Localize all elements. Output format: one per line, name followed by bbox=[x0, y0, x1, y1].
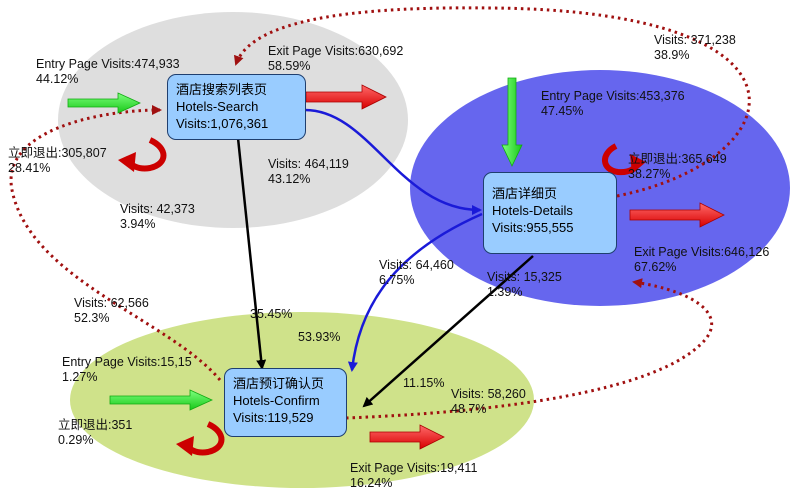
node-hotels-confirm: 酒店预订确认页 Hotels-Confirm Visits:119,529 bbox=[224, 368, 347, 437]
node-search-en: Hotels-Search bbox=[176, 99, 259, 114]
node-details-visits: Visits:955,555 bbox=[492, 220, 574, 235]
node-details-cn: 酒店详细页 bbox=[492, 186, 558, 201]
node-search-cn: 酒店搜索列表页 bbox=[176, 82, 268, 97]
bounce-icon-confirm bbox=[176, 421, 225, 456]
flow-details-to-confirm-blue bbox=[347, 212, 483, 372]
loop-confirm-to-search bbox=[9, 105, 222, 381]
entry-arrow-search bbox=[67, 92, 141, 114]
loop-details-to-search bbox=[234, 6, 751, 198]
node-confirm-visits: Visits:119,529 bbox=[233, 410, 314, 425]
loop-confirm-to-details bbox=[345, 278, 713, 420]
label-pct-search-confirm: 35.45% bbox=[250, 307, 293, 321]
node-hotels-search: 酒店搜索列表页 Hotels-Search Visits:1,076,361 bbox=[167, 74, 306, 140]
node-details-en: Hotels-Details bbox=[492, 203, 573, 218]
exit-arrow-details bbox=[629, 202, 725, 228]
node-confirm-en: Hotels-Confirm bbox=[233, 393, 320, 408]
flow-search-to-details bbox=[304, 108, 482, 215]
bounce-icon-search bbox=[118, 137, 167, 172]
node-hotels-details: 酒店详细页 Hotels-Details Visits:955,555 bbox=[483, 172, 617, 254]
bounce-icon-details bbox=[602, 143, 646, 176]
exit-arrow-search bbox=[305, 84, 387, 110]
node-confirm-cn: 酒店预订确认页 bbox=[233, 376, 325, 391]
exit-arrow-confirm bbox=[369, 424, 445, 450]
entry-arrow-confirm bbox=[109, 389, 213, 411]
label-pct-details-confirm: 11.15% bbox=[403, 376, 445, 390]
label-pct-53: 53.93% bbox=[298, 330, 341, 344]
node-search-visits: Visits:1,076,361 bbox=[176, 116, 269, 131]
entry-arrow-details bbox=[501, 77, 523, 167]
flow-search-to-confirm bbox=[236, 137, 267, 370]
flow-details-to-confirm bbox=[362, 255, 534, 408]
